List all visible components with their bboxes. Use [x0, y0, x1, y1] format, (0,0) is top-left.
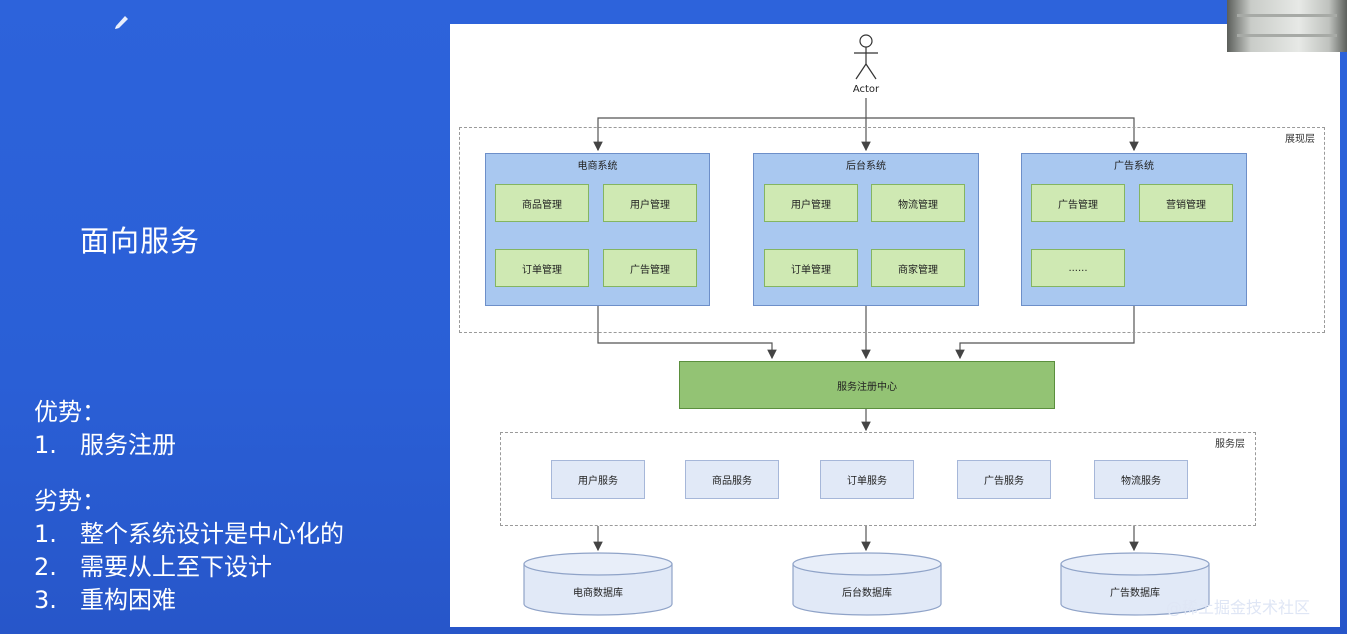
slide-title: 面向服务: [80, 224, 201, 258]
service-box: 订单服务: [820, 460, 914, 499]
actor-label: Actor: [852, 84, 880, 95]
watermark: @稀土掘金技术社区: [1166, 598, 1311, 617]
service-registry-box: 服务注册中心: [679, 361, 1055, 409]
module-box: 物流管理: [871, 184, 965, 222]
module-box: 订单管理: [495, 249, 589, 287]
module-box: 广告管理: [1031, 184, 1125, 222]
disadvantages-heading: 劣势：: [34, 487, 106, 515]
database-icon: [523, 552, 673, 616]
module-box: 商品管理: [495, 184, 589, 222]
service-box: 广告服务: [957, 460, 1051, 499]
service-box: 商品服务: [685, 460, 779, 499]
presentation-layer-box: [459, 127, 1325, 333]
database-icon: [1060, 552, 1210, 616]
pros-cons-list: 优势： 1. 服务注册 劣势： 1. 整个系统设计是中心化的 2. 需要从上至下…: [34, 396, 344, 617]
module-box: 用户管理: [764, 184, 858, 222]
service-box: 用户服务: [551, 460, 645, 499]
advantages-heading: 优势：: [34, 398, 106, 426]
disadvantage-item: 2. 需要从上至下设计: [34, 553, 272, 581]
module-box: 广告管理: [603, 249, 697, 287]
presentation-layer-label: 展现层: [1285, 134, 1315, 145]
actor-icon: [854, 34, 878, 80]
database-icon: [792, 552, 942, 616]
service-box: 物流服务: [1094, 460, 1188, 499]
module-box: ......: [1031, 249, 1125, 287]
disadvantage-item: 3. 重构困难: [34, 586, 176, 614]
disadvantage-item: 1. 整个系统设计是中心化的: [34, 520, 344, 548]
module-box: 用户管理: [603, 184, 697, 222]
service-layer-label: 服务层: [1215, 439, 1245, 450]
pencil-icon[interactable]: [113, 12, 131, 30]
module-box: 商家管理: [871, 249, 965, 287]
service-layer-box: [500, 432, 1256, 526]
module-box: 营销管理: [1139, 184, 1233, 222]
advantage-item: 1. 服务注册: [34, 431, 176, 459]
module-box: 订单管理: [764, 249, 858, 287]
database-ecommerce: 电商数据库: [523, 552, 673, 616]
database-advertising: 广告数据库: [1060, 552, 1210, 616]
webcam-overlay: [1227, 0, 1347, 52]
database-backend: 后台数据库: [792, 552, 942, 616]
